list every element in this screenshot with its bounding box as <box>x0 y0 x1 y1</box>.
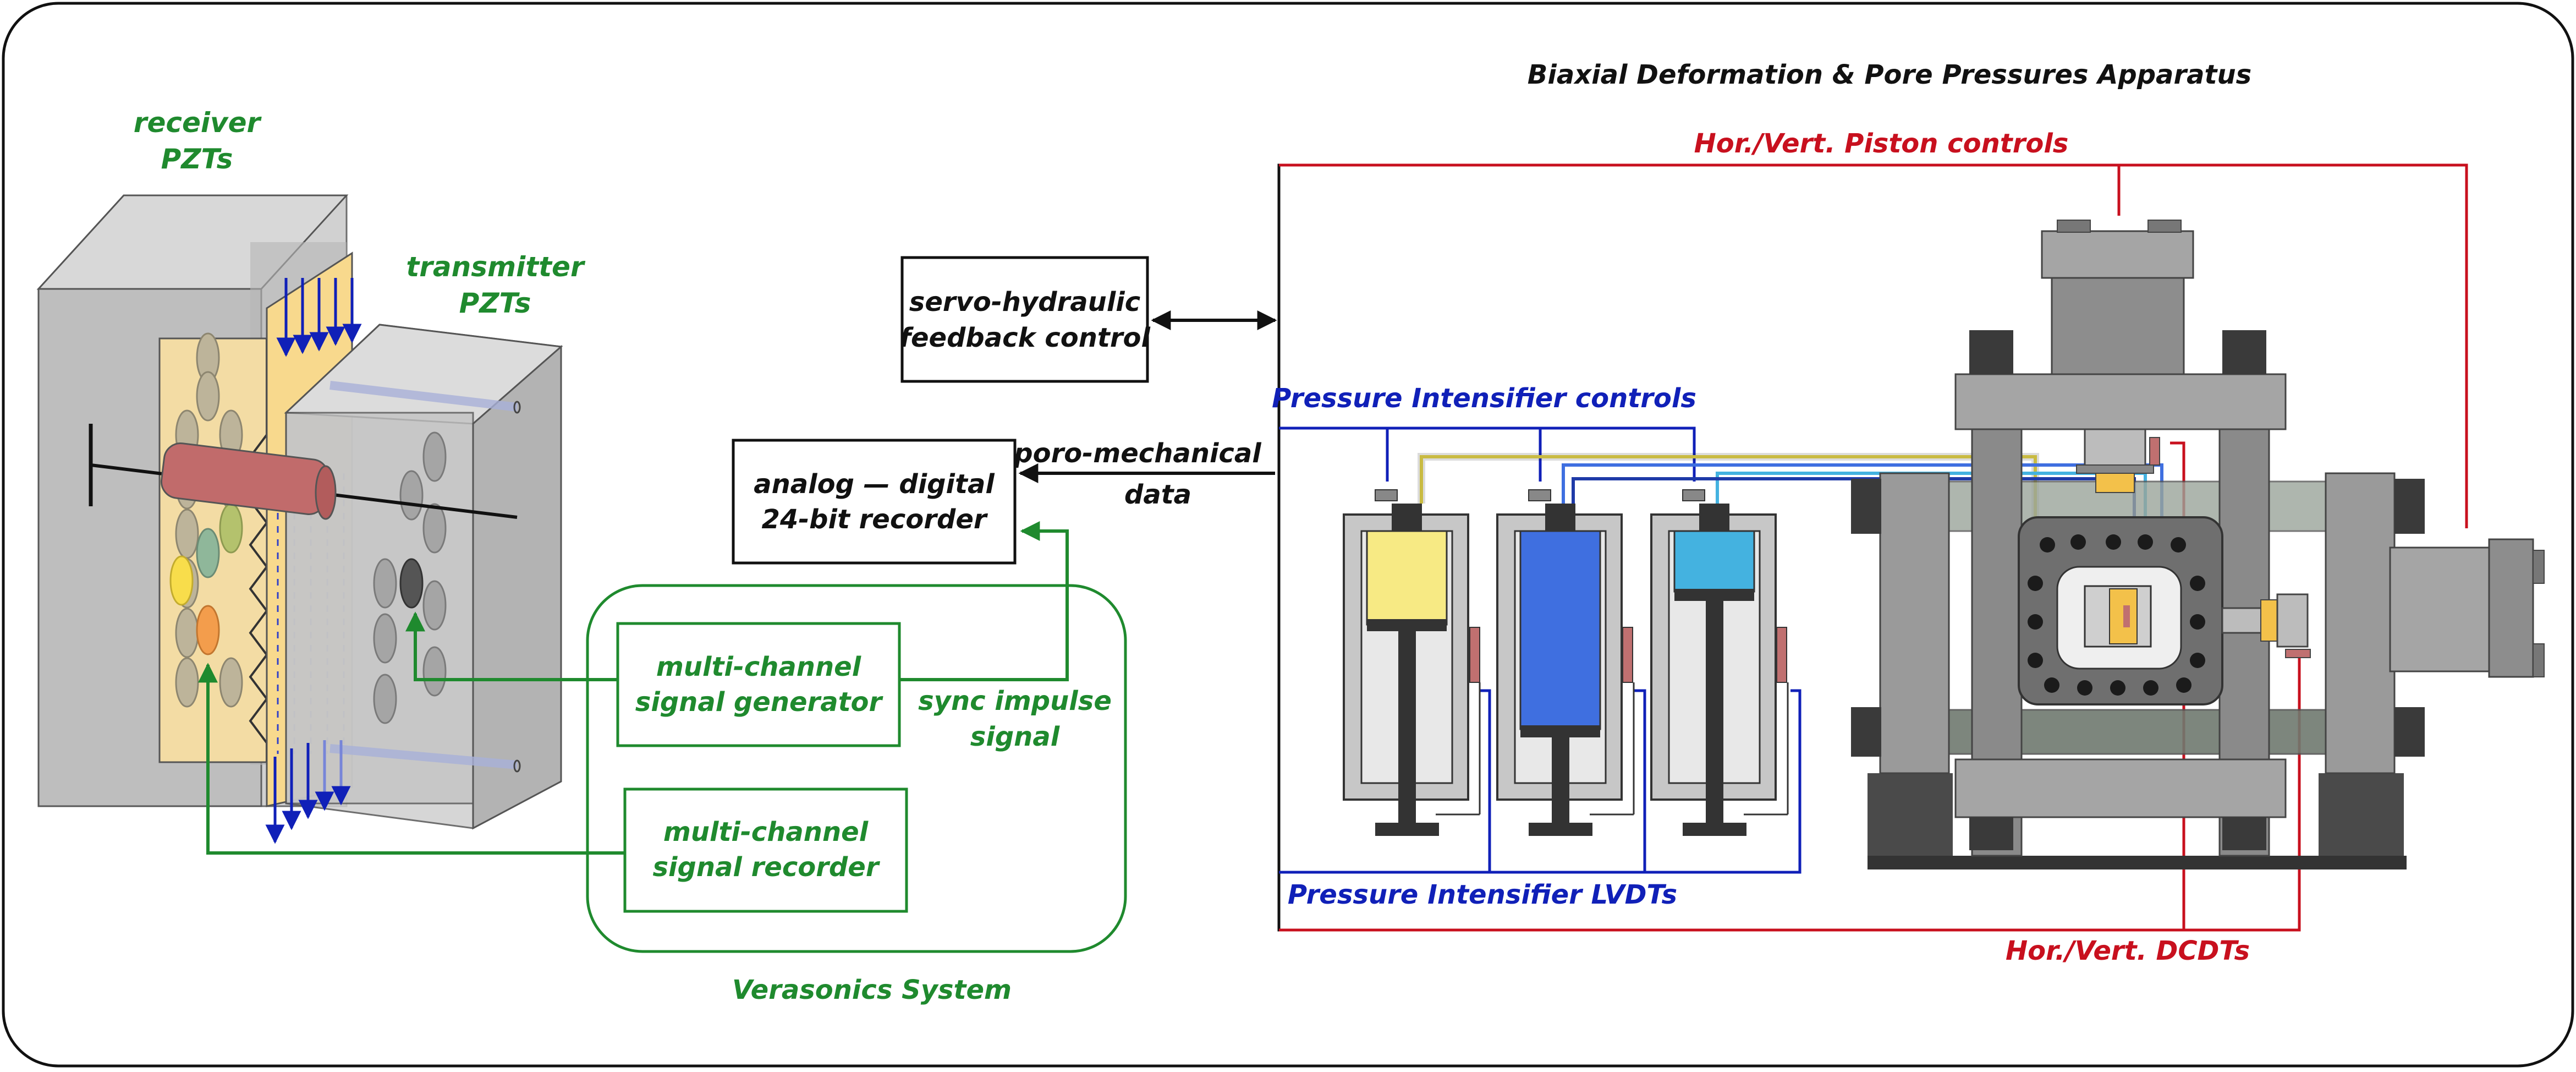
biaxial-loading-frame-icon <box>1851 220 2545 869</box>
recorder-label-line1: analog — digital <box>754 469 995 500</box>
piston-controls-label: Hor./Vert. Piston controls <box>1694 128 2069 159</box>
signal-recorder-label-line1: multi-channel <box>663 817 869 847</box>
apparatus-title: Biaxial Deformation & Pore Pressures App… <box>1528 59 2251 90</box>
transmitter-label-line2: PZTs <box>459 287 531 319</box>
generator-label-line1: multi-channel <box>656 652 861 682</box>
generator-to-transmitter-line <box>405 611 618 681</box>
servo-hydraulic-box <box>900 256 1149 383</box>
recorder-label-line2: 24-bit recorder <box>761 504 988 535</box>
receiver-label-line2: PZTs <box>161 143 233 175</box>
sync-label-line2: signal <box>970 721 1060 752</box>
signal-generator-box <box>616 622 901 747</box>
intensifier-controls-label: Pressure Intensifier controls <box>1272 383 1696 414</box>
poro-label-line1: poro-mechanical <box>1013 438 1261 469</box>
sync-impulse-line <box>899 521 1069 681</box>
verasonics-label: Verasonics System <box>732 975 1012 1005</box>
piston-control-line <box>1279 163 2468 528</box>
verasonics-system-box <box>586 584 1127 953</box>
signal-recorder-label-line2: signal recorder <box>652 852 880 883</box>
transmitter-label-line1: transmitter <box>406 251 586 283</box>
servo-label-line2: feedback control <box>899 322 1150 353</box>
receiver-label-line1: receiver <box>134 107 262 139</box>
analog-digital-recorder-box <box>732 439 1017 565</box>
pzt-sample-block-icon <box>36 194 563 844</box>
pressure-intensifier-icon <box>1343 489 1789 836</box>
generator-label-line2: signal generator <box>635 687 884 718</box>
dcdts-label: Hor./Vert. DCDTs <box>2006 936 2250 966</box>
intensifier-lvdts-label: Pressure Intensifier LVDTs <box>1288 879 1677 910</box>
signal-recorder-box <box>623 787 908 913</box>
poro-label-line2: data <box>1124 479 1191 510</box>
receiver-to-recorder-line <box>198 663 625 855</box>
sync-label-line1: sync impulse <box>918 686 1112 717</box>
servo-label-line1: servo-hydraulic <box>909 287 1140 318</box>
intensifier-lvdts-line <box>1279 689 1801 874</box>
